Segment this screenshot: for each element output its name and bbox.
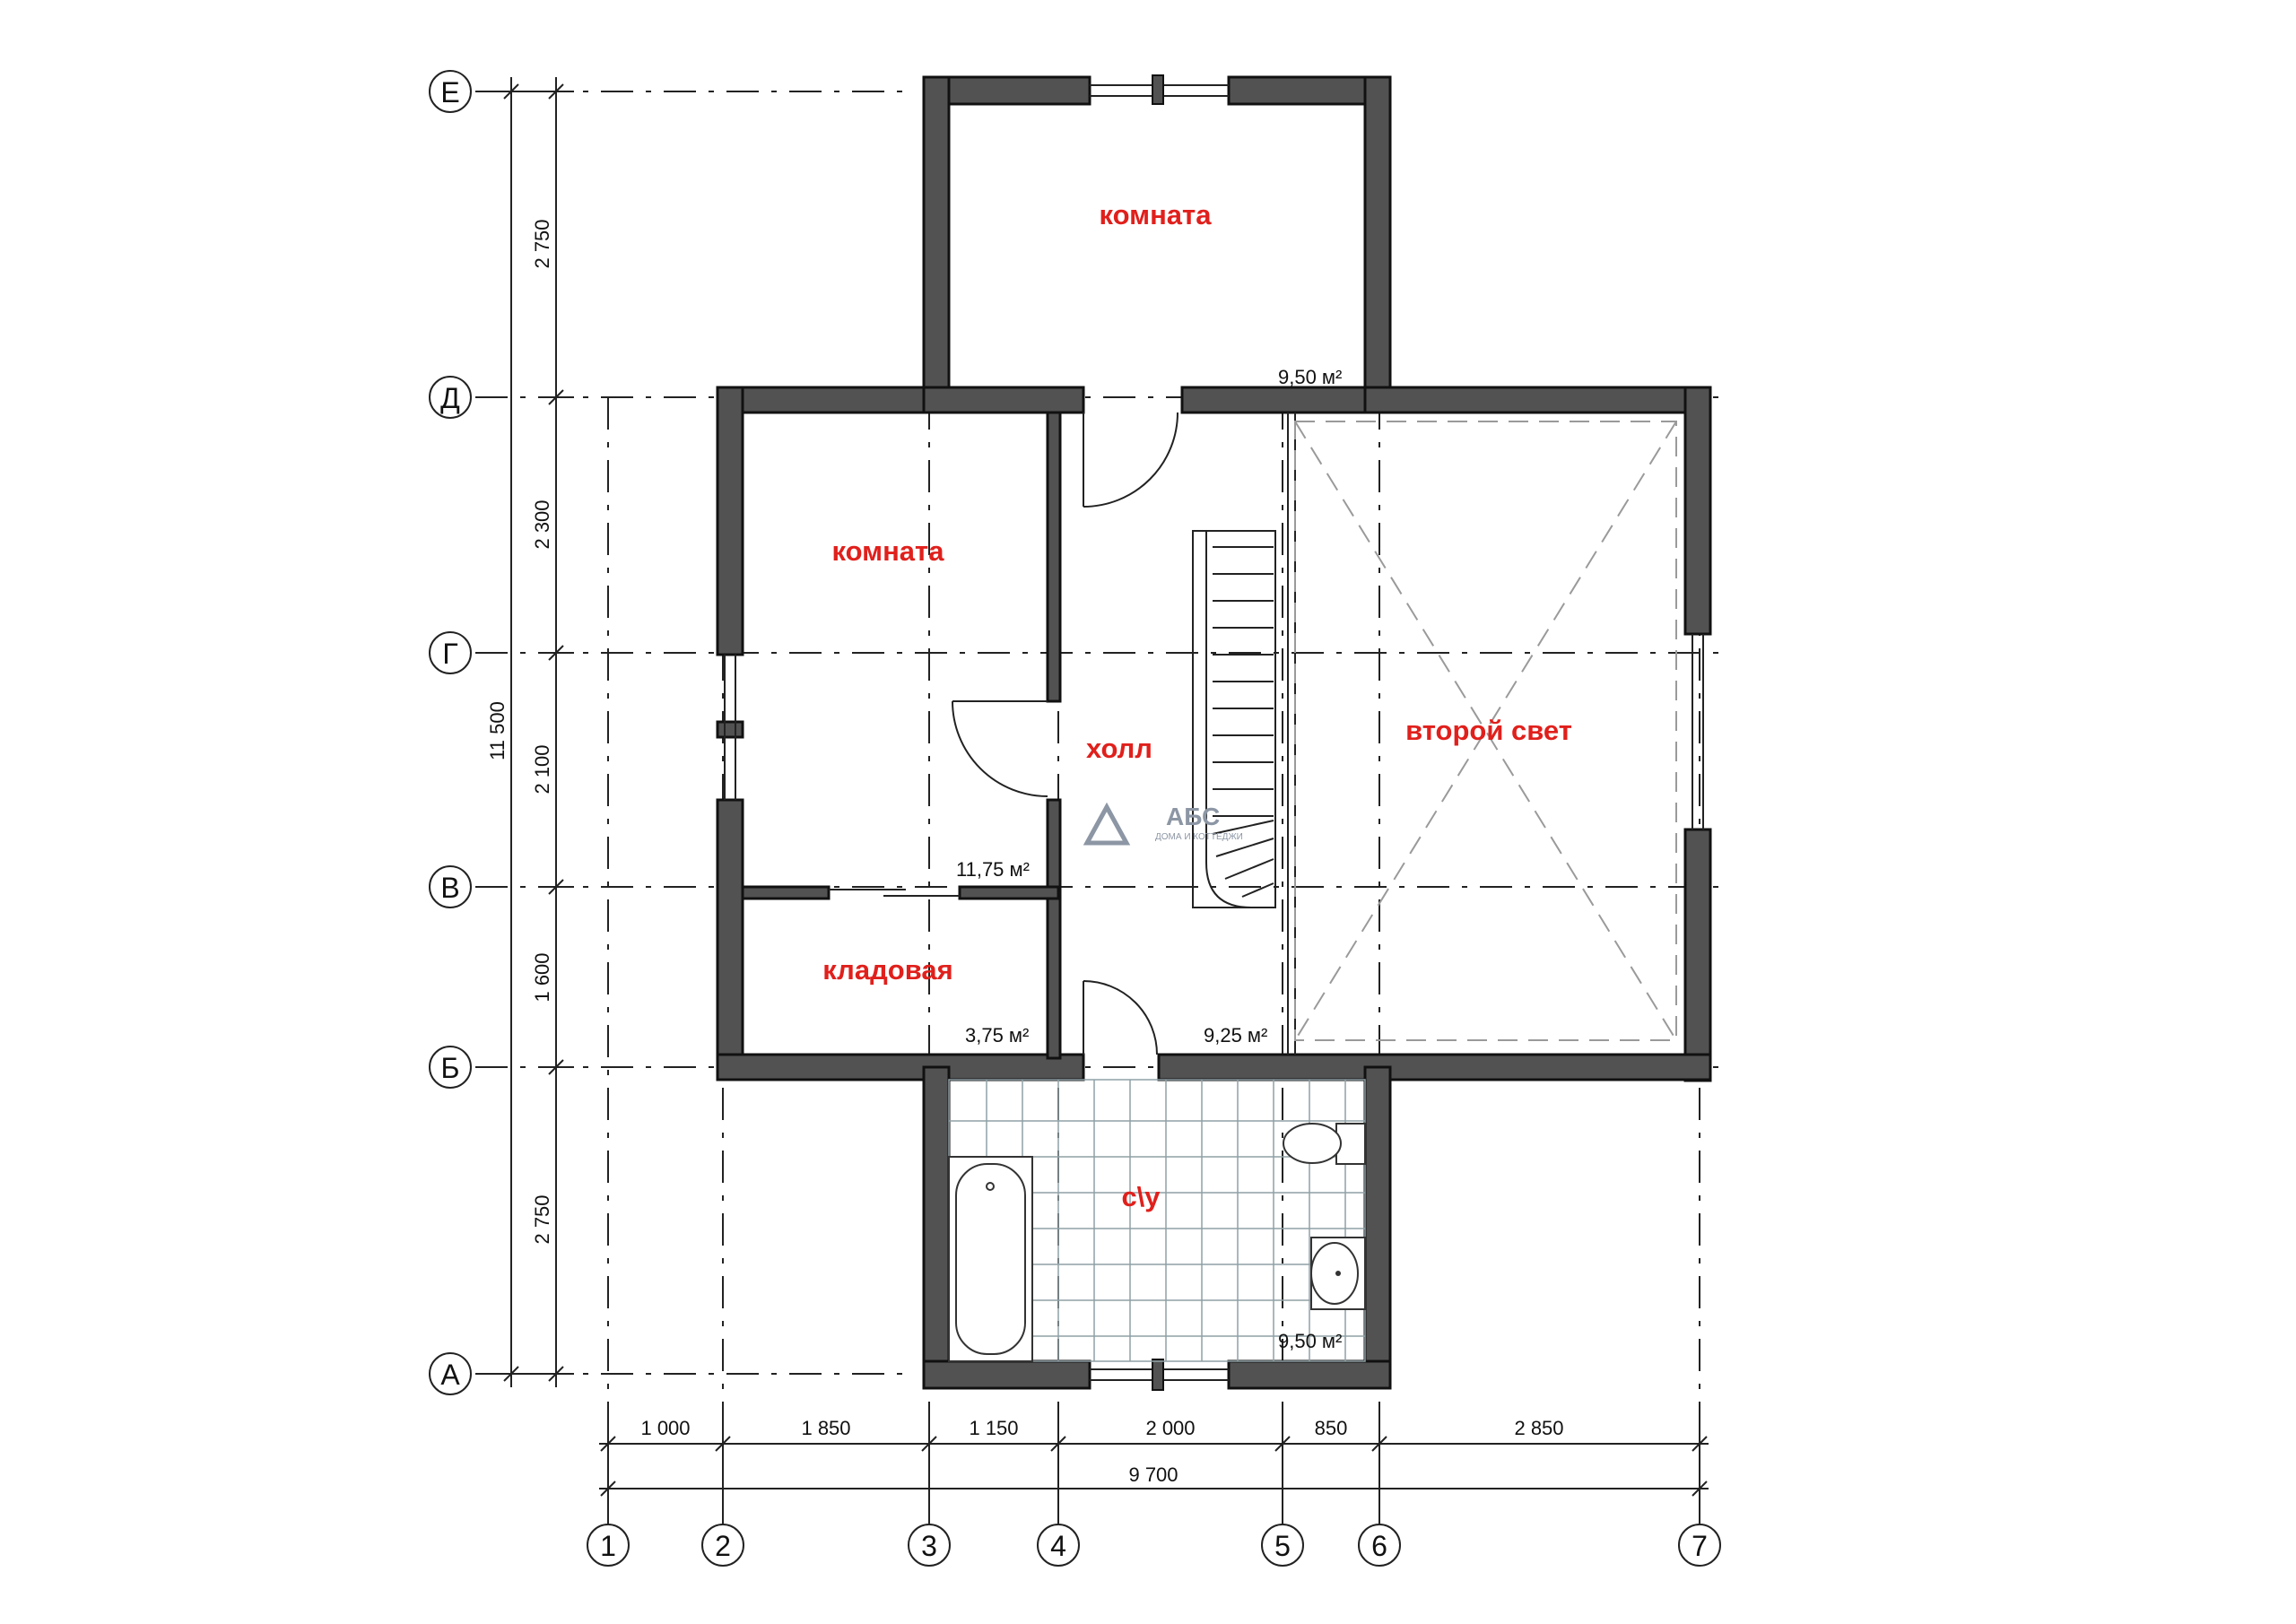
room-top-area: 9,50 м² xyxy=(1278,366,1342,388)
hall-area: 9,25 м² xyxy=(1204,1024,1267,1046)
col-marker-7 xyxy=(1678,1524,1721,1567)
doors xyxy=(829,412,1178,1055)
dim-v-total: 11 500 xyxy=(486,701,509,760)
row-marker-e xyxy=(429,70,472,113)
row-marker-d xyxy=(429,376,472,419)
hall-label: холл xyxy=(1086,733,1152,764)
col-label-2: 2 xyxy=(715,1530,731,1562)
row-marker-a xyxy=(429,1352,472,1395)
dim-h-1: 1 000 xyxy=(640,1417,690,1439)
dim-v-1: 2 750 xyxy=(531,219,553,268)
col-marker-6 xyxy=(1358,1524,1401,1567)
col-marker-3 xyxy=(908,1524,951,1567)
col-label-3: 3 xyxy=(921,1530,937,1562)
room-left-label: комната xyxy=(832,535,945,567)
col-label-5: 5 xyxy=(1274,1530,1291,1562)
toilet-icon xyxy=(1283,1123,1366,1165)
dim-h-5: 850 xyxy=(1315,1417,1348,1439)
bathtub-icon xyxy=(948,1156,1033,1362)
second-light-label: второй свет xyxy=(1405,715,1572,746)
storage-label: кладовая xyxy=(822,954,952,986)
walls xyxy=(716,75,1712,1390)
col-marker-1 xyxy=(587,1524,630,1567)
dim-v-5: 2 750 xyxy=(531,1194,553,1244)
stairs xyxy=(1192,530,1276,908)
row-label-v: В xyxy=(440,872,459,904)
bathroom-label: с\у xyxy=(1121,1181,1161,1212)
sink-icon xyxy=(1310,1237,1366,1310)
row-marker-v xyxy=(429,865,472,908)
dim-h-4: 2 000 xyxy=(1145,1417,1195,1439)
dim-h-3: 1 150 xyxy=(969,1417,1018,1439)
bathroom-area: 9,50 м² xyxy=(1278,1330,1342,1352)
col-label-7: 7 xyxy=(1692,1530,1708,1562)
vertical-dimensions xyxy=(503,77,574,1387)
dim-h-6: 2 850 xyxy=(1514,1417,1563,1439)
logo-tagline: ДОМА И КОТТЕДЖИ xyxy=(1155,832,1243,842)
dim-v-4: 1 600 xyxy=(531,952,553,1002)
row-label-a: А xyxy=(440,1359,460,1391)
col-marker-4 xyxy=(1037,1524,1080,1567)
column-axis-markers: 1 2 3 4 5 6 7 xyxy=(587,1444,1721,1567)
axis-grid xyxy=(475,91,1731,1515)
dim-v-3: 2 100 xyxy=(531,744,553,794)
dim-h-total: 9 700 xyxy=(1128,1463,1178,1486)
col-label-1: 1 xyxy=(600,1530,616,1562)
row-marker-b xyxy=(429,1046,472,1089)
row-marker-g xyxy=(429,631,472,674)
col-marker-5 xyxy=(1261,1524,1304,1567)
room-top-label: комната xyxy=(1100,199,1213,230)
dim-v-2: 2 300 xyxy=(531,499,553,549)
logo-mark: АБС xyxy=(1166,803,1220,830)
row-axis-markers: Е Д Г В Б А xyxy=(429,70,472,1395)
col-label-4: 4 xyxy=(1050,1530,1066,1562)
dim-h-2: 1 850 xyxy=(801,1417,850,1439)
row-label-b: Б xyxy=(441,1052,460,1084)
second-light-void xyxy=(1287,413,1677,1055)
company-logo: АБС ДОМА И КОТТЕДЖИ xyxy=(1083,802,1243,846)
storage-area: 3,75 м² xyxy=(965,1024,1029,1046)
col-label-6: 6 xyxy=(1371,1530,1387,1562)
col-marker-2 xyxy=(701,1524,744,1567)
row-label-g: Г xyxy=(442,638,457,670)
windows xyxy=(724,74,1704,1391)
row-label-e: Е xyxy=(440,76,459,109)
room-left-area: 11,75 м² xyxy=(956,858,1030,881)
row-label-d: Д xyxy=(440,382,460,414)
